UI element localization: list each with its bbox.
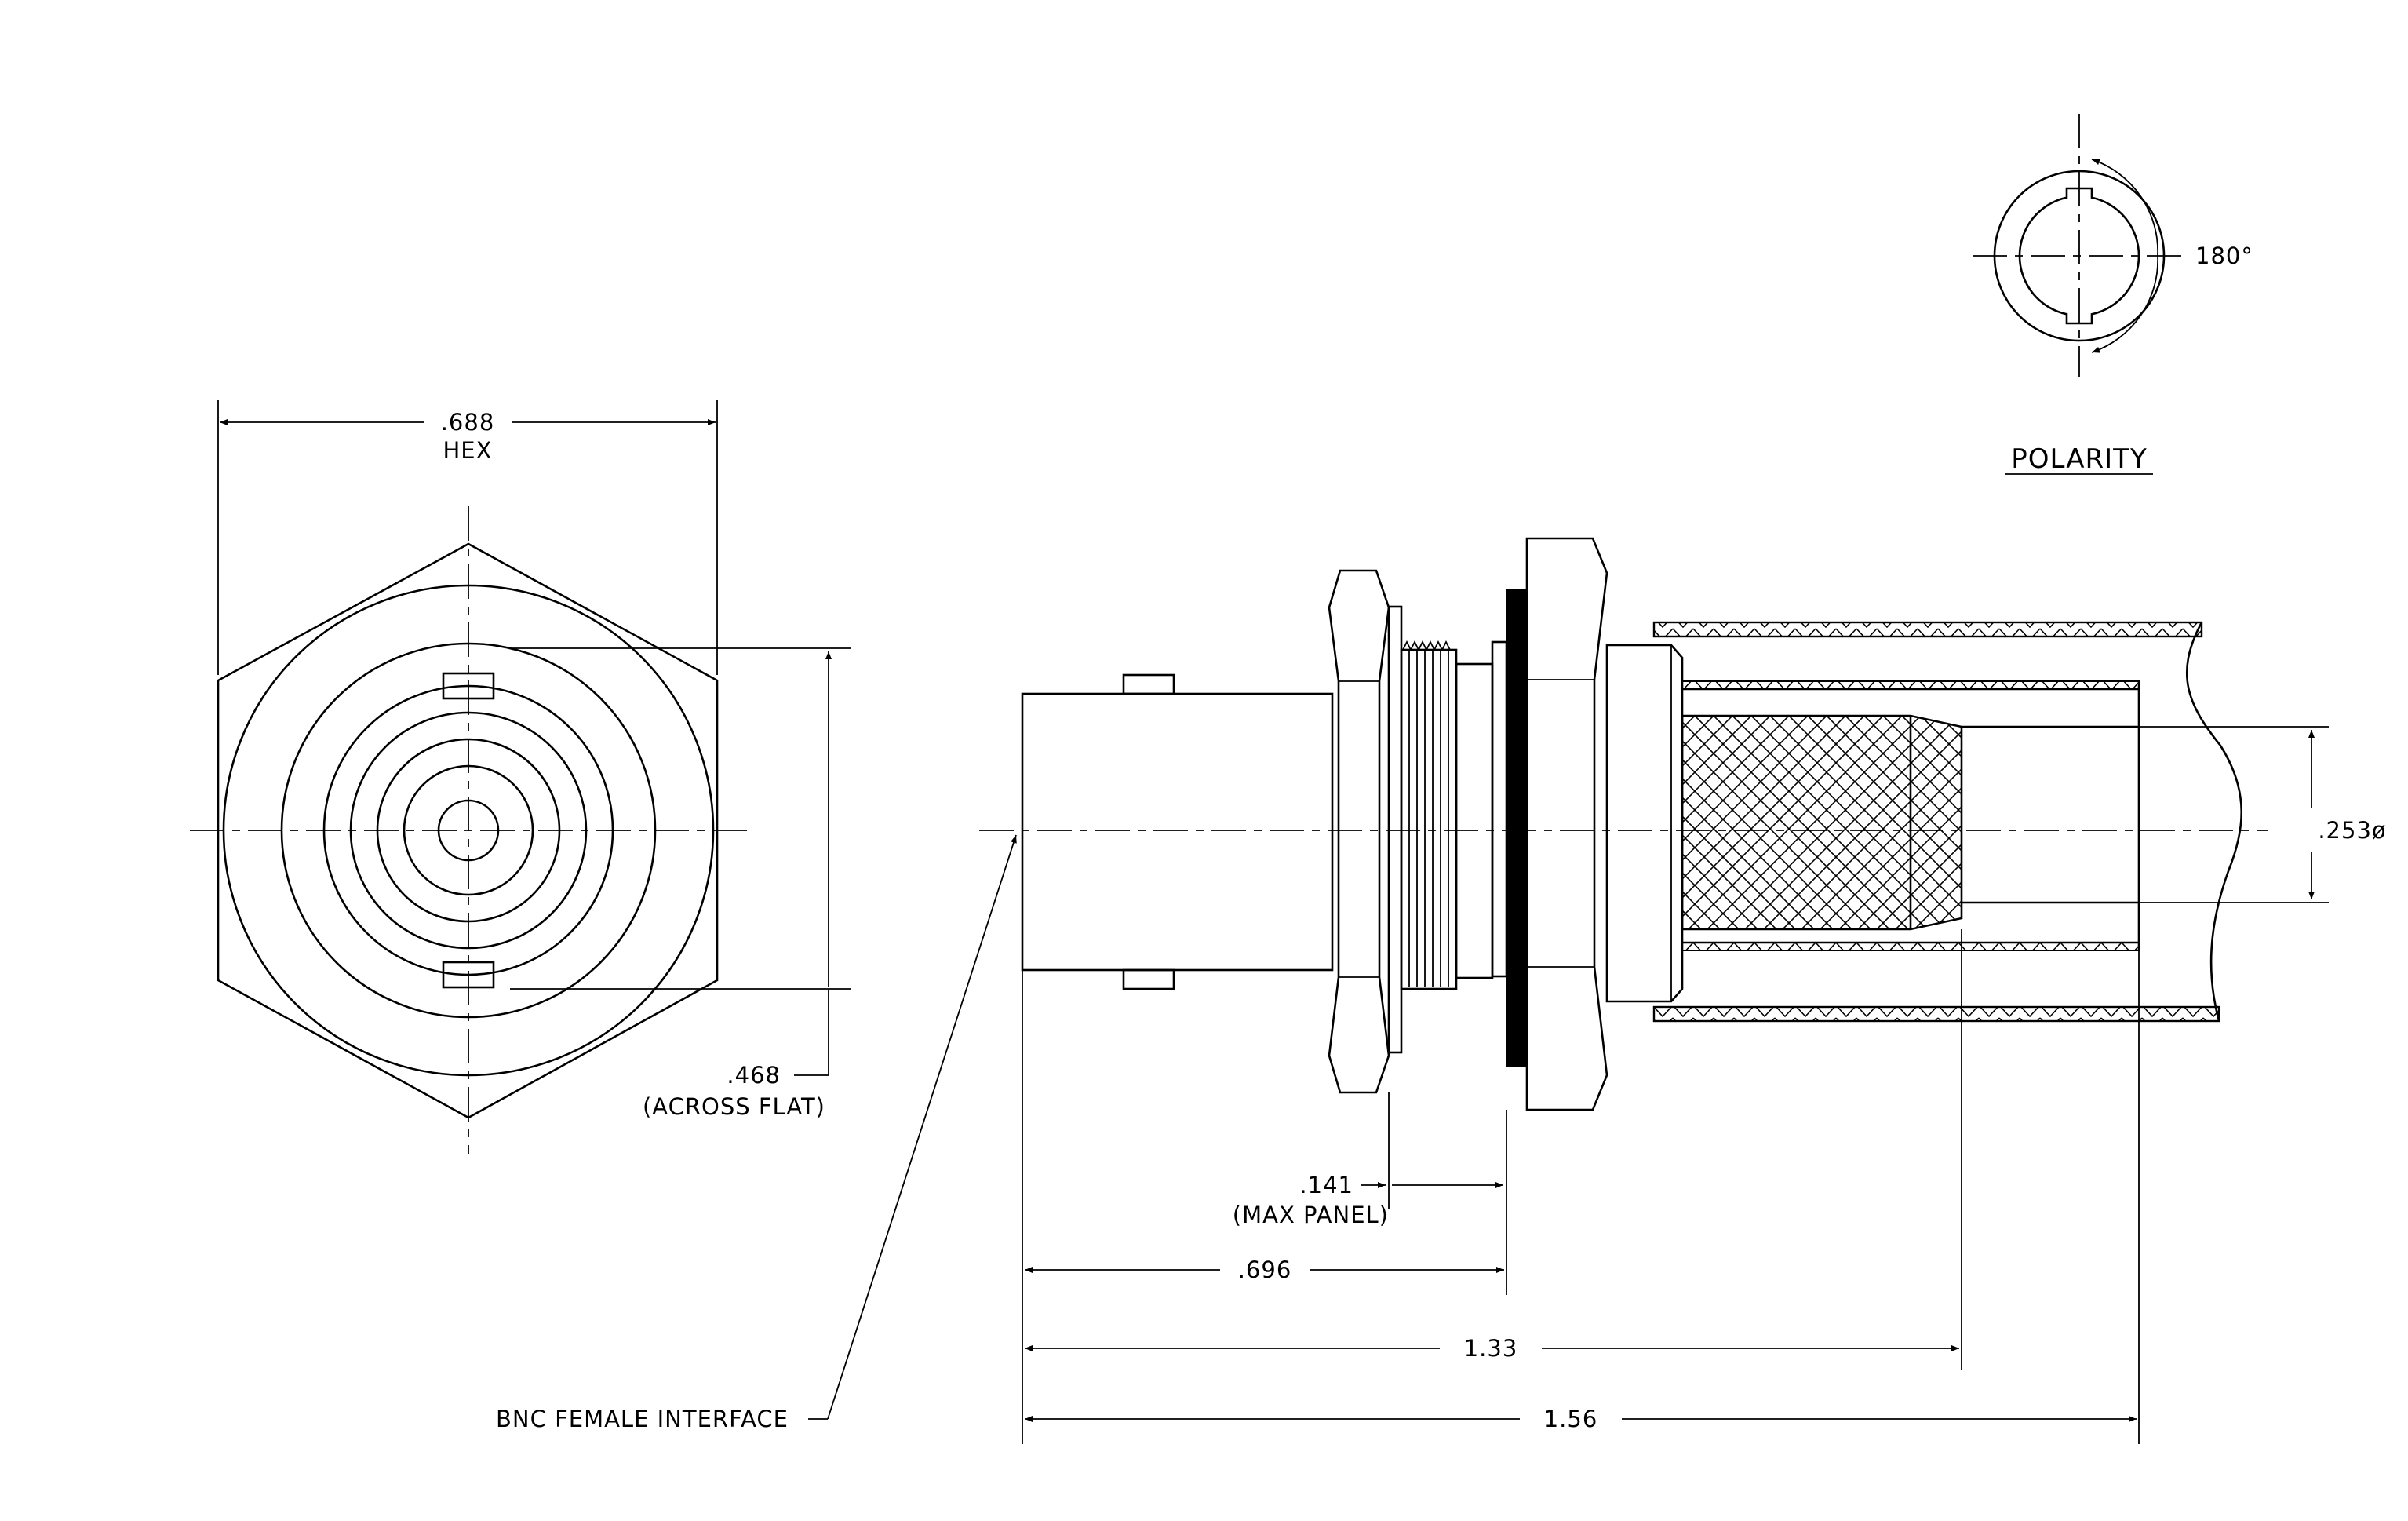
panel-dim-value: .141 <box>1299 1172 1353 1198</box>
polarity-keyed-hole <box>2018 187 2140 325</box>
panel-gasket <box>1506 589 1527 1067</box>
length-133-dimension: 1.33 <box>1025 1335 1959 1362</box>
body-shoulder <box>1491 640 1508 978</box>
bayonet-pin-bottom <box>1122 968 1175 990</box>
front-hex-nut <box>1328 569 1390 1094</box>
polarity-angle: 180° <box>2195 243 2253 269</box>
length-696-dimension: .696 <box>1025 1257 1504 1283</box>
cable-assembly <box>1652 621 2243 1023</box>
cable-break-line <box>2185 622 2243 1022</box>
bayonet-pin-top <box>1122 673 1175 695</box>
jacket-bottom <box>1652 1005 2220 1023</box>
jacket-top <box>1652 621 2203 638</box>
len-133-value: 1.33 <box>1464 1335 1518 1362</box>
len-156-value: 1.56 <box>1544 1406 1598 1432</box>
braid-knurl <box>1681 714 1963 931</box>
ferrule-bottom <box>1681 942 2140 951</box>
hex-width-dimension: .688 HEX <box>217 400 718 675</box>
hex-dim-word: HEX <box>443 437 493 464</box>
threaded-section <box>1400 640 1458 990</box>
polarity-title: POLARITY <box>2011 443 2147 475</box>
rotation-arc-top <box>2091 159 2158 257</box>
ferrule-top <box>1681 680 2140 690</box>
rotation-arc-bottom <box>2091 255 2158 353</box>
polarity-view: 180° POLARITY <box>1973 114 2253 475</box>
flat-dim-value: .468 <box>727 1062 781 1089</box>
diameter-dimension: .253ø <box>1982 726 2386 903</box>
max-panel-dimension: .141 (MAX PANEL) <box>1233 1172 1503 1228</box>
front-view: .688 HEX .468 (ACROSS FLAT) <box>190 400 851 1154</box>
len-696-value: .696 <box>1238 1257 1292 1283</box>
flat-dim-note: (ACROSS FLAT) <box>643 1093 825 1120</box>
side-view: .253ø .141 (MAX PANEL) .696 1.33 <box>496 537 2386 1444</box>
hex-dim-value: .688 <box>441 409 495 436</box>
length-156-dimension: 1.56 <box>1025 1406 2137 1432</box>
lock-washer <box>1387 605 1403 1054</box>
interface-leader: BNC FEMALE INTERFACE <box>496 834 1017 1432</box>
rear-hex-flange <box>1525 537 1608 1111</box>
diameter-value: .253ø <box>2318 817 2386 844</box>
thread-relief <box>1455 662 1494 979</box>
interface-note: BNC FEMALE INTERFACE <box>496 1406 789 1432</box>
panel-dim-note: (MAX PANEL) <box>1233 1202 1389 1228</box>
bayonet-body <box>1021 692 1334 972</box>
across-flat-dimension: .468 (ACROSS FLAT) <box>510 647 851 1120</box>
